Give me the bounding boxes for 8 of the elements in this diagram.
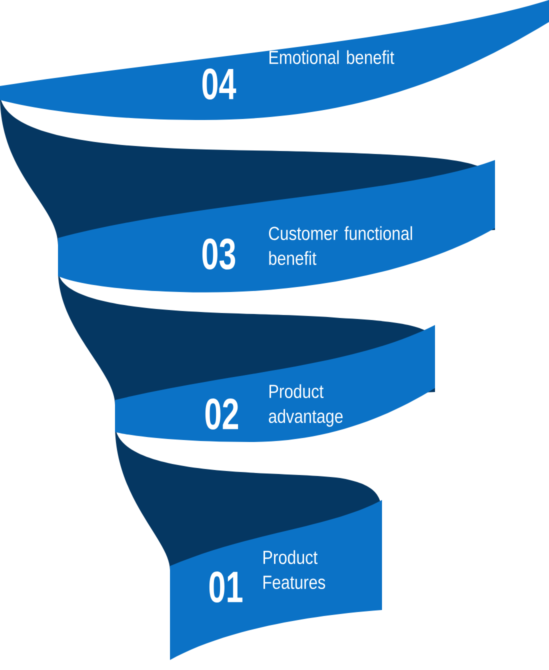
step-label: Customer functional benefit [269, 226, 412, 266]
step-number: 01 [209, 571, 242, 603]
step-number: 03 [202, 238, 236, 270]
step-number: 02 [205, 398, 238, 430]
step-label: Product advantage [268, 384, 343, 427]
step-label: Product Features [264, 550, 326, 589]
step-label: Emotional benefit [270, 50, 394, 64]
step-number: 04 [202, 68, 236, 100]
